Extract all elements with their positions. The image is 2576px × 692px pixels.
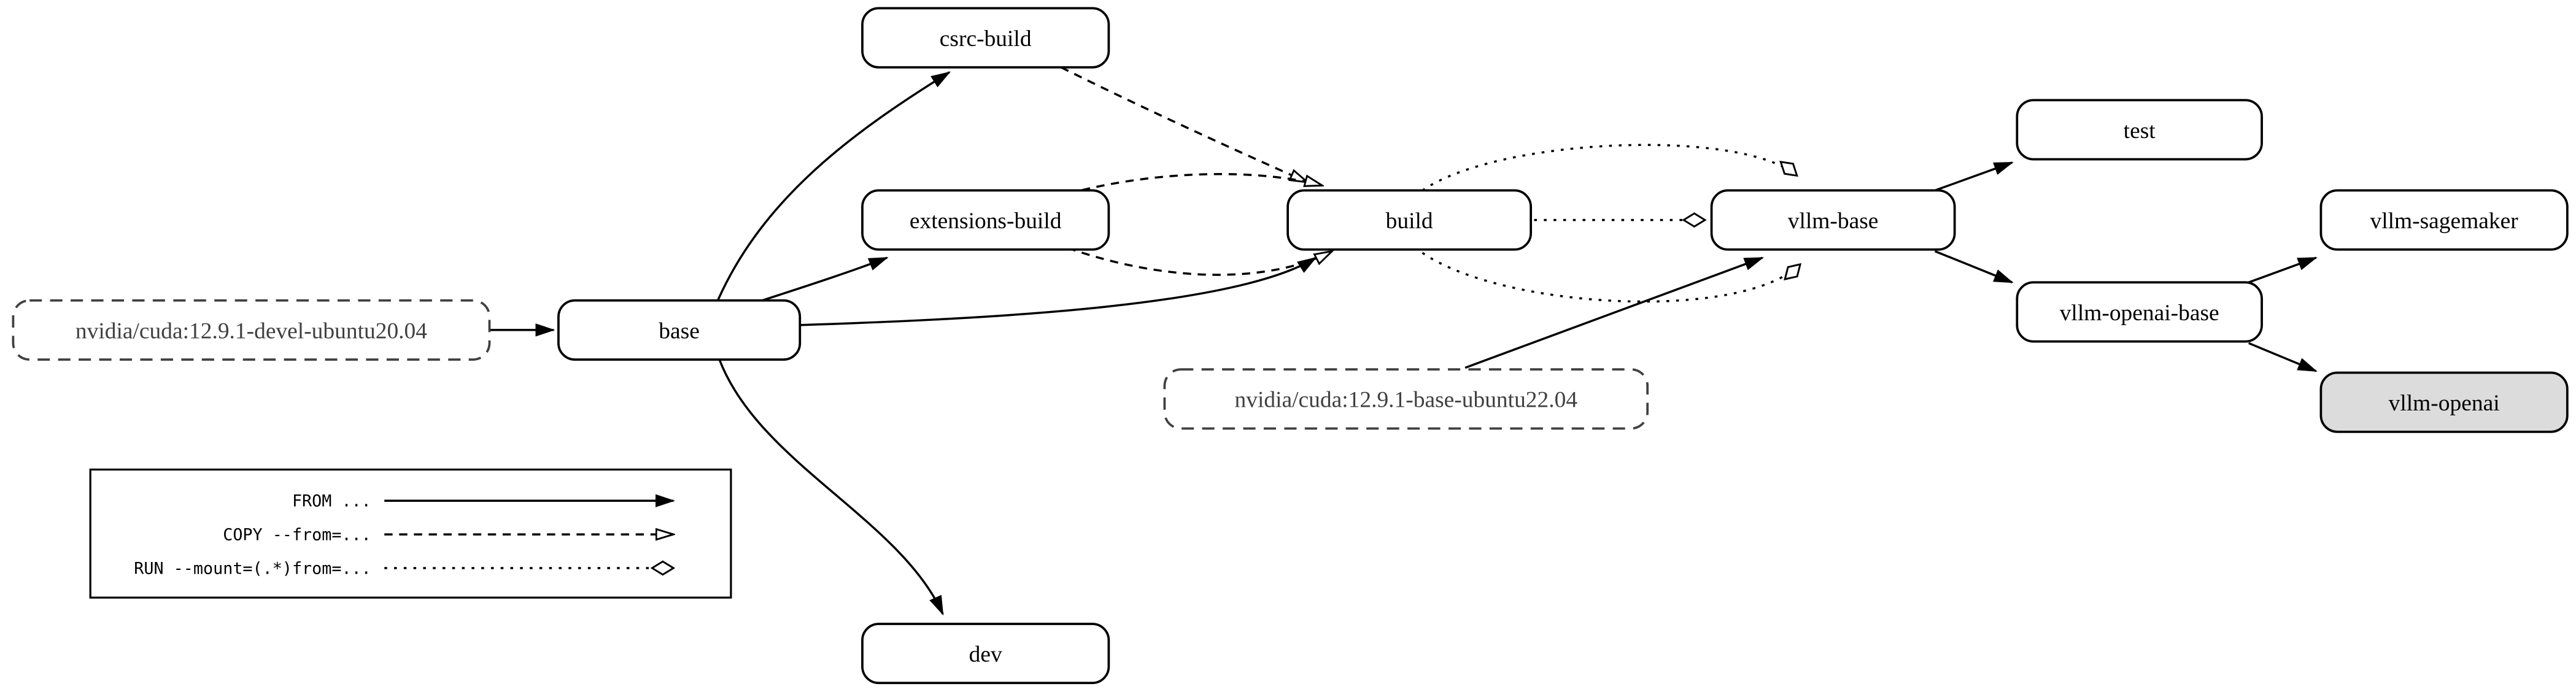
edge-from-base-to-csrc-build (716, 71, 951, 301)
node-cuda-base-label: nvidia/cuda:12.9.1-base-ubuntu22.04 (1235, 388, 1578, 413)
node-base-box (557, 299, 802, 361)
edge-from-vllm-openai-base-to-vllm-openai (2248, 342, 2318, 372)
edge-from-vllm-openai-base-to-vllm-sagemaker (2248, 256, 2318, 283)
node-vllm-openai-base-box (2016, 281, 2263, 343)
node-cuda-devel: nvidia/cuda:12.9.1-devel-ubuntu20.04 (12, 299, 491, 361)
node-vllm-openai-base: vllm-openai-base (2016, 281, 2263, 343)
legend-box (89, 468, 732, 599)
legend-row-2-label: RUN --mount=(.*)from=... (134, 559, 371, 578)
node-vllm-openai-base-label: vllm-openai-base (2060, 301, 2219, 326)
node-vllm-sagemaker: vllm-sagemaker (2319, 189, 2569, 251)
node-base: base (557, 299, 802, 361)
node-csrc-build-box (861, 7, 1110, 69)
node-csrc-build-label: csrc-build (940, 26, 1032, 52)
edge-from-vllm-base-to-vllm-openai-base (1934, 250, 2014, 283)
node-vllm-base-box (1710, 189, 1956, 251)
node-dev-box (861, 623, 1110, 685)
edge-copy-extensions-build-to-build (1067, 173, 1323, 195)
edge-from-base-to-extensions-build (762, 256, 889, 302)
node-vllm-base: vllm-base (1710, 189, 1956, 251)
node-cuda-devel-box (12, 299, 491, 361)
node-test-label: test (2124, 118, 2156, 144)
node-vllm-sagemaker-box (2319, 189, 2569, 251)
legend-row-1-label: COPY --from=... (223, 525, 371, 544)
edge-from-base-to-dev (718, 359, 944, 616)
node-csrc-build: csrc-build (861, 7, 1110, 69)
legend: FROM ... COPY --from=... RUN --mount=(.*)f… (89, 468, 732, 599)
legend-row-0-label: FROM ... (292, 492, 371, 511)
node-dev-label: dev (969, 642, 1002, 667)
node-cuda-devel-label: nvidia/cuda:12.9.1-devel-ubuntu20.04 (75, 318, 427, 344)
node-base-label: base (659, 318, 700, 344)
node-vllm-openai: vllm-openai (2319, 371, 2569, 433)
node-build-box (1286, 189, 1533, 251)
edge-from-vllm-base-to-test (1934, 161, 2014, 192)
node-cuda-base: nvidia/cuda:12.9.1-base-ubuntu22.04 (1163, 368, 1649, 430)
edge-from-base-to-build (800, 256, 1317, 326)
node-test: test (2016, 99, 2263, 161)
node-dev: dev (861, 623, 1110, 685)
node-extensions-build-box (861, 189, 1110, 251)
node-extensions-build: extensions-build (861, 189, 1110, 251)
node-vllm-openai-label: vllm-openai (2389, 391, 2500, 416)
edge-copy-extensions-build-to-build (1067, 247, 1332, 276)
node-extensions-build-label: extensions-build (910, 209, 1062, 234)
node-test-box (2016, 99, 2263, 161)
node-vllm-sagemaker-label: vllm-sagemaker (2370, 209, 2518, 234)
edge-run-build-to-vllm-base (1421, 252, 1801, 303)
node-cuda-base-box (1163, 368, 1649, 430)
node-vllm-openai-box (2319, 371, 2569, 433)
node-build-label: build (1386, 209, 1433, 234)
edge-from-cuda-base-to-vllm-base (1464, 256, 1765, 369)
edge-run-build-to-vllm-base (1421, 144, 1797, 191)
node-vllm-base-label: vllm-base (1788, 209, 1879, 234)
edge-copy-csrc-build-to-build (1061, 66, 1307, 182)
node-build: build (1286, 189, 1533, 251)
